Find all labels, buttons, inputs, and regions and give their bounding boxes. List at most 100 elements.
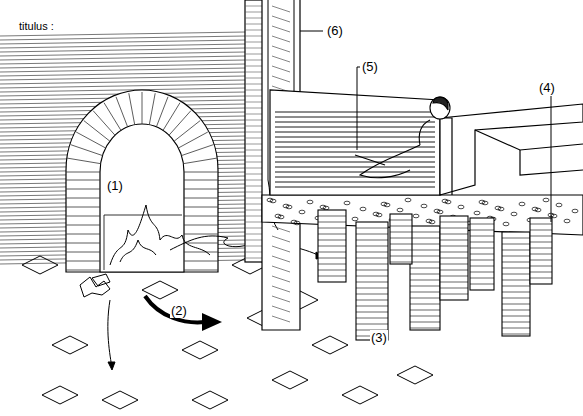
bath-pool [270,90,583,195]
gravel-stone [551,214,557,218]
pila-tile [440,240,468,241]
gravel-stone [405,198,411,202]
pila-tile [502,268,530,269]
jamb-brick [66,180,100,181]
water-line [275,132,435,133]
flue-texture [272,236,290,242]
arch-brick [181,145,213,156]
flue-texture [272,66,290,72]
pila-tile [502,262,530,263]
pila-tile [440,252,468,253]
water-line [275,152,435,153]
pila-tile [356,252,388,253]
water-line [275,117,435,118]
pila-tile [410,292,440,293]
water-line [275,112,435,113]
pila-tile [318,216,346,217]
pila-tile [318,252,346,253]
pila-tile [356,300,388,301]
pila-tile [470,272,494,273]
furnace-arch [66,90,218,272]
arch-brick [129,93,135,125]
pila-tile [530,266,552,267]
jamb-brick [66,252,100,253]
wall-course [245,72,262,73]
pila-tile [502,298,530,299]
flue-texture [272,26,290,32]
flue-texture [272,316,290,322]
wall-course [0,72,245,76]
pila-tile [318,258,346,259]
pila-tile [440,246,468,247]
wall-course [245,246,262,247]
pila-tile [470,236,494,237]
pila-tile [410,322,440,323]
jamb-brick [66,225,100,226]
pila-tile [530,230,552,231]
flue-texture [272,266,290,272]
wall-course [245,96,262,97]
jamb-brick [66,207,100,208]
pila [356,222,388,340]
pila-tile [356,258,388,259]
floor-tile [397,366,433,384]
pila-tile [318,276,346,277]
gravel-stone [360,207,366,211]
pila-tile [502,286,530,287]
leader-lines [300,31,551,222]
pila-tile [356,246,388,247]
gravel-stone [543,198,549,202]
pila-tile [410,262,440,263]
floor-tile [102,391,138,409]
gravel-stone [498,207,504,211]
pila-tile [440,222,468,223]
pila-tile [470,266,494,267]
water-line [275,122,435,123]
pila-tile [470,242,494,243]
jamb-brick [66,189,100,190]
wall-course [245,24,262,25]
pila-tile [356,228,388,229]
wall-course [245,156,262,157]
jamb-brick [184,261,218,262]
wall-course [0,76,245,80]
wall-course [245,132,262,133]
wall-course [245,102,262,103]
wall-course [245,192,262,193]
wall-course [245,162,262,163]
wall-course [245,42,262,43]
pila-tile [390,262,412,263]
pila-tile [356,240,388,241]
pila-tile [410,298,440,299]
pila-tile [440,228,468,229]
pila-tile [356,282,388,283]
gravel-stone [352,217,358,221]
jamb-brick [66,270,100,271]
pila-tile [410,268,440,269]
pila-tile [356,324,388,325]
pila-tile [530,272,552,273]
arch-brick [169,111,191,136]
water-line [275,142,435,143]
pila-tile [440,294,468,295]
arch-brick [184,172,218,173]
arch-brick [66,172,100,173]
gravel-stone [474,211,480,215]
wall-course [245,168,262,169]
gravel-stone [482,201,488,205]
pila-tile [390,244,412,245]
wall-course [245,66,262,67]
arch-brick [104,103,121,131]
callout-number: (4) [538,80,556,95]
gravel-stone [323,206,329,210]
wall-course [245,204,262,205]
pila-tile [410,244,440,245]
gravel-stone [429,220,435,224]
arrowhead [202,313,222,331]
floor-tile [52,336,88,354]
pila-tile [502,238,530,239]
fire [80,205,250,297]
pila [530,218,552,284]
wall-course [245,228,262,229]
pila-tile [410,316,440,317]
